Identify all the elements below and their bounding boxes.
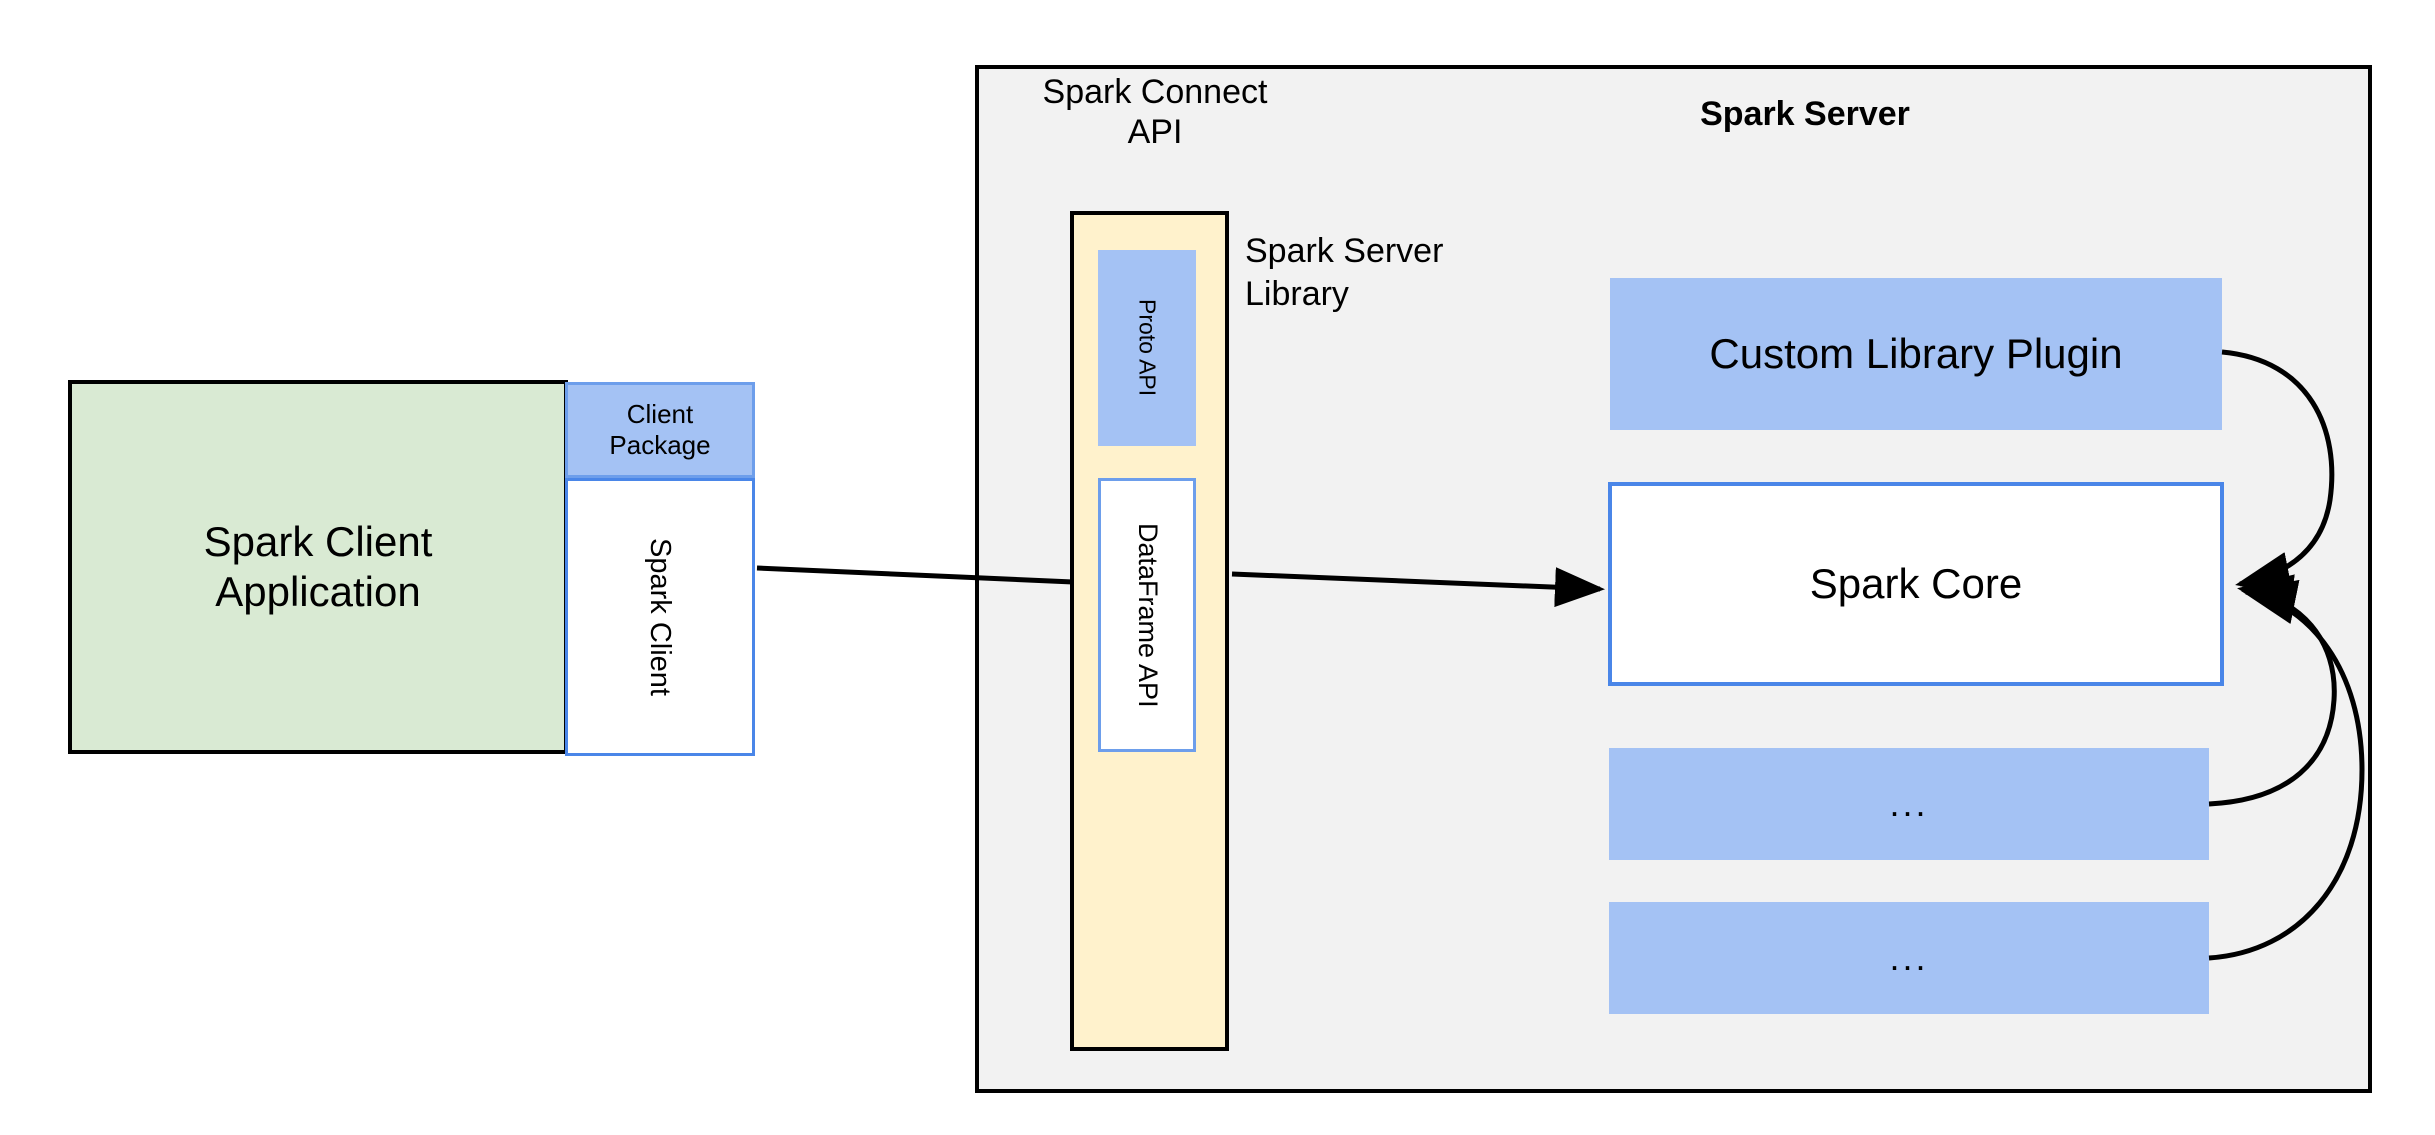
spark-core-box[interactable]: Spark Core xyxy=(1608,482,2224,686)
spark-connect-api-label-line2: API xyxy=(1127,113,1183,152)
custom-library-plugin-box[interactable]: Custom Library Plugin xyxy=(1610,278,2222,430)
client-package-label-line1: Client xyxy=(626,399,694,430)
component-placeholder-box-1[interactable]: ... xyxy=(1609,748,2209,860)
spark-connect-api-label: Spark Connect API xyxy=(1010,68,1300,158)
spark-server-library-label-line2: Library xyxy=(1245,274,1349,313)
spark-server-library-label: Spark Server Library xyxy=(1245,230,1525,320)
dataframe-api-label: DataFrame API xyxy=(1132,522,1163,708)
client-package-label-line2: Package xyxy=(609,430,711,460)
spark-client-label: Spark Client xyxy=(644,538,677,696)
proto-api-box[interactable]: Proto API xyxy=(1098,250,1196,446)
spark-client-box[interactable]: Spark Client xyxy=(565,478,755,756)
component-placeholder-box-2[interactable]: ... xyxy=(1609,902,2209,1014)
client-package-box[interactable]: Client Package xyxy=(565,382,755,478)
spark-server-library-label-line1: Spark Server xyxy=(1245,232,1444,270)
spark-client-application-label-line2: Application xyxy=(215,568,421,615)
spark-connect-api-label-line1: Spark Connect xyxy=(1042,73,1268,111)
custom-library-plugin-label: Custom Library Plugin xyxy=(1709,330,2123,378)
spark-client-application-box[interactable]: Spark Client Application xyxy=(68,380,568,754)
spark-core-label: Spark Core xyxy=(1809,560,2023,608)
component-placeholder-label-2: ... xyxy=(1889,936,1929,978)
spark-server-title: Spark Server xyxy=(1700,94,1910,133)
dataframe-api-box[interactable]: DataFrame API xyxy=(1098,478,1196,752)
proto-api-label: Proto API xyxy=(1134,299,1161,397)
component-placeholder-label-1: ... xyxy=(1889,782,1929,824)
spark-client-application-label-line1: Spark Client xyxy=(203,518,433,566)
